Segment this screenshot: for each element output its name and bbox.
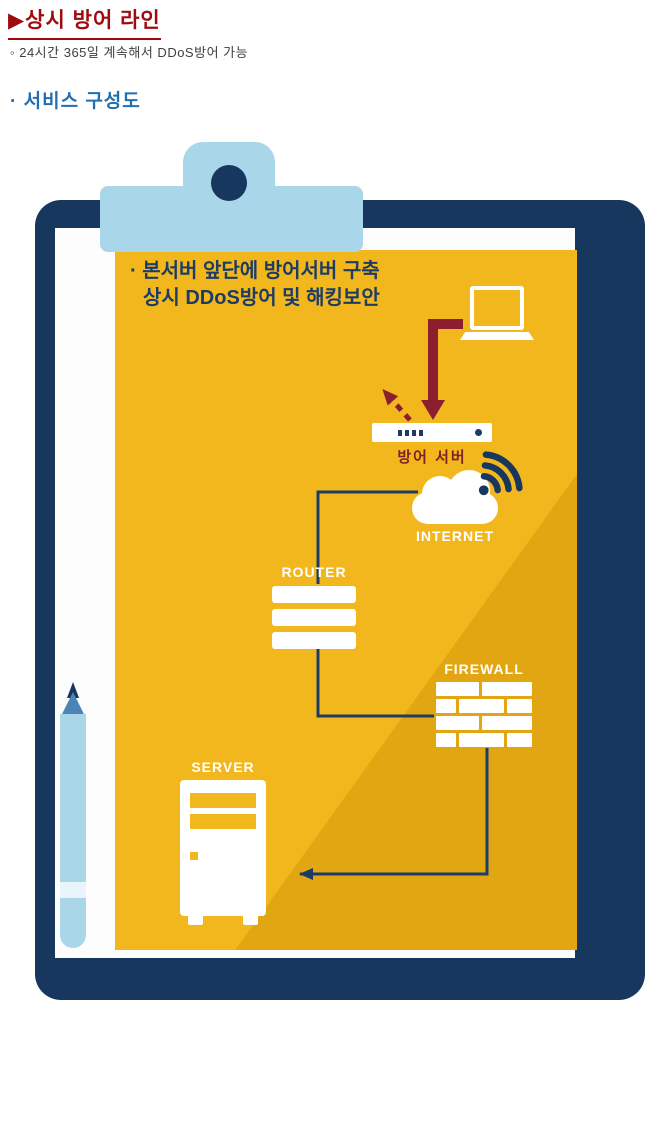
brick bbox=[436, 733, 456, 747]
brick-row bbox=[436, 733, 532, 747]
brick bbox=[481, 716, 532, 730]
server-tower-icon bbox=[180, 780, 266, 925]
defense-bar-tick bbox=[419, 430, 423, 436]
laptop-base bbox=[460, 332, 534, 340]
brick bbox=[458, 699, 504, 713]
defense-server-icon bbox=[372, 423, 492, 442]
brick-row bbox=[436, 716, 532, 730]
section-title: · 서비스 구성도 bbox=[10, 91, 141, 112]
brick bbox=[458, 733, 504, 747]
defense-server-label: 방어 서버 bbox=[397, 449, 467, 466]
brick-row bbox=[436, 699, 532, 713]
firewall-icon bbox=[436, 682, 532, 750]
router-label: ROUTER bbox=[281, 564, 347, 580]
defense-bar-tick bbox=[398, 430, 402, 436]
pen-tip bbox=[67, 682, 79, 698]
defense-bar-tick bbox=[412, 430, 416, 436]
router-icon bbox=[272, 586, 356, 655]
brick bbox=[481, 682, 532, 696]
server-foot bbox=[243, 916, 258, 925]
router-bar bbox=[272, 632, 356, 649]
brick bbox=[436, 682, 479, 696]
pen-cap bbox=[60, 898, 86, 948]
clipboard-clip-hole bbox=[211, 165, 247, 201]
cloud-icon bbox=[412, 468, 498, 526]
internet-label: INTERNET bbox=[416, 528, 494, 544]
pen-body bbox=[60, 714, 86, 882]
laptop-icon bbox=[460, 286, 534, 344]
wifi-icon bbox=[478, 451, 523, 496]
server-label: SERVER bbox=[191, 759, 255, 775]
note-line-2: 상시 DDoS방어 및 해킹보안 bbox=[143, 287, 380, 309]
router-bar bbox=[272, 609, 356, 626]
pen-band bbox=[60, 882, 86, 898]
pen-icon bbox=[56, 682, 90, 950]
firewall-label: FIREWALL bbox=[444, 661, 524, 677]
page-subtitle: ◦ 24시간 365일 계속해서 DDoS방어 가능 bbox=[10, 45, 249, 60]
defense-bar-dot bbox=[475, 429, 482, 436]
brick bbox=[506, 699, 532, 713]
laptop-screen bbox=[470, 286, 524, 330]
router-bar bbox=[272, 586, 356, 603]
server-slot bbox=[190, 814, 256, 829]
diagram-note: · 본서버 앞단에 방어서버 구축 상시 DDoS방어 및 해킹보안 bbox=[130, 258, 380, 312]
brick bbox=[436, 716, 479, 730]
server-foot bbox=[188, 916, 203, 925]
defense-bar-tick bbox=[405, 430, 409, 436]
note-line-1: · 본서버 앞단에 방어서버 구축 bbox=[130, 260, 380, 282]
brick bbox=[436, 699, 456, 713]
server-power-dot bbox=[190, 852, 198, 860]
server-slot bbox=[190, 793, 256, 808]
page-title: ▶상시 방어 라인 bbox=[8, 4, 161, 40]
pen-cone bbox=[62, 692, 84, 714]
brick-row bbox=[436, 682, 532, 696]
brick bbox=[506, 733, 532, 747]
